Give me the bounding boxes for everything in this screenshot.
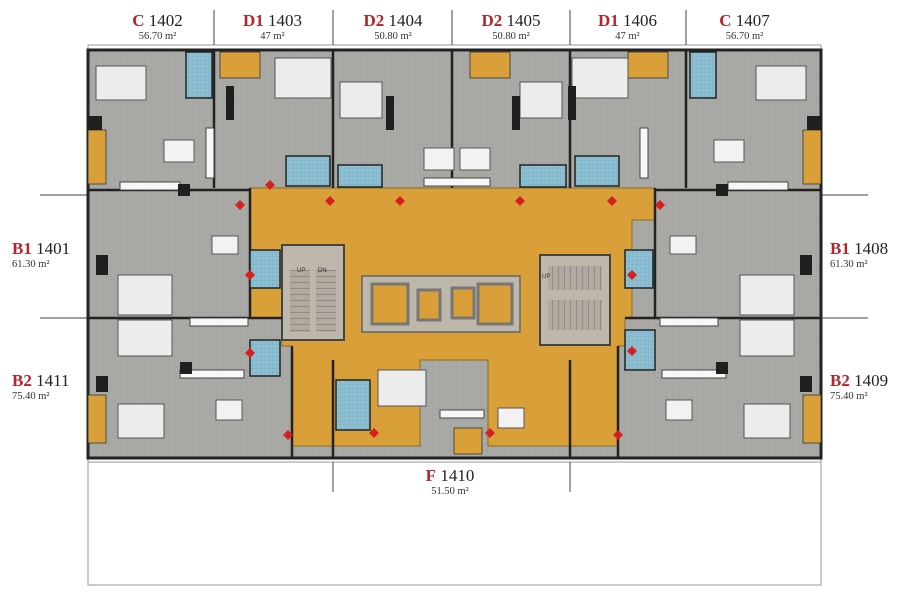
unit-number: 1401: [36, 239, 71, 258]
unit-number: 1403: [268, 11, 303, 30]
stair-dn-label: DN: [318, 268, 327, 274]
balconies: [87, 51, 822, 455]
unit-area: 50.80 m²: [374, 31, 412, 42]
unit-number: 1408: [854, 239, 889, 258]
unit-type: B1: [12, 239, 32, 258]
unit-number: 1405: [506, 11, 541, 30]
unit-label-1404: D2 1404 50.80 m²: [338, 12, 448, 43]
stair-core-right: UP: [539, 254, 611, 346]
unit-type: C: [719, 11, 732, 30]
unit-type: D1: [242, 11, 264, 30]
unit-label-1403: D1 1403 47 m²: [220, 12, 325, 43]
unit-label-1407: C 1407 56.70 m²: [692, 12, 797, 43]
unit-type: C: [132, 11, 145, 30]
unit-number: 1404: [388, 11, 423, 30]
unit-label-1408: B1 1408 61.30 m²: [830, 240, 888, 271]
unit-area: 56.70 m²: [138, 31, 177, 42]
unit-type: F: [425, 466, 437, 485]
unit-type: B1: [830, 239, 850, 258]
unit-area: 51.50 m²: [431, 486, 469, 497]
unit-type: B2: [12, 371, 32, 390]
unit-area: 47 m²: [260, 31, 285, 42]
unit-area: 75.40 m²: [830, 391, 868, 402]
unit-type: D2: [363, 11, 385, 30]
unit-number: 1411: [36, 371, 70, 390]
door-markers: [235, 180, 665, 440]
unit-label-1411: B2 1411 75.40 m²: [12, 372, 69, 403]
unit-area: 47 m²: [615, 31, 640, 42]
unit-area: 50.80 m²: [492, 31, 530, 42]
unit-label-1409: B2 1409 75.40 m²: [830, 372, 888, 403]
unit-number: 1402: [148, 11, 183, 30]
unit-type: D2: [481, 11, 503, 30]
side-dividers: [40, 194, 868, 492]
unit-label-1402: C 1402 56.70 m²: [105, 12, 210, 43]
unit-number: 1409: [854, 371, 889, 390]
unit-type: D1: [597, 11, 619, 30]
unit-area: 61.30 m²: [12, 259, 50, 270]
unit-label-1406: D1 1406 47 m²: [575, 12, 680, 43]
unit-label-1401: B1 1401 61.30 m²: [12, 240, 70, 271]
unit-label-1410: F 1410 51.50 m²: [395, 467, 505, 498]
unit-number: 1410: [440, 466, 475, 485]
kitchen-counters: [119, 127, 789, 419]
elevator-core: [361, 275, 521, 333]
stair-core-left: UP DN: [281, 244, 345, 341]
unit-area: 75.40 m²: [12, 391, 50, 402]
columns: [88, 86, 821, 392]
furniture-tables: [163, 139, 745, 429]
bathrooms: [185, 51, 717, 431]
unit-area: 56.70 m²: [725, 31, 764, 42]
unit-type: B2: [830, 371, 850, 390]
unit-number: 1406: [623, 11, 658, 30]
furniture-beds: [95, 57, 807, 439]
unit-area: 61.30 m²: [830, 259, 868, 270]
stair-up-label-2: UP: [542, 274, 550, 280]
top-dividers: [213, 10, 687, 45]
stair-up-label: UP: [297, 268, 305, 274]
unit-label-1405: D2 1405 50.80 m²: [456, 12, 566, 43]
unit-number: 1407: [735, 11, 770, 30]
